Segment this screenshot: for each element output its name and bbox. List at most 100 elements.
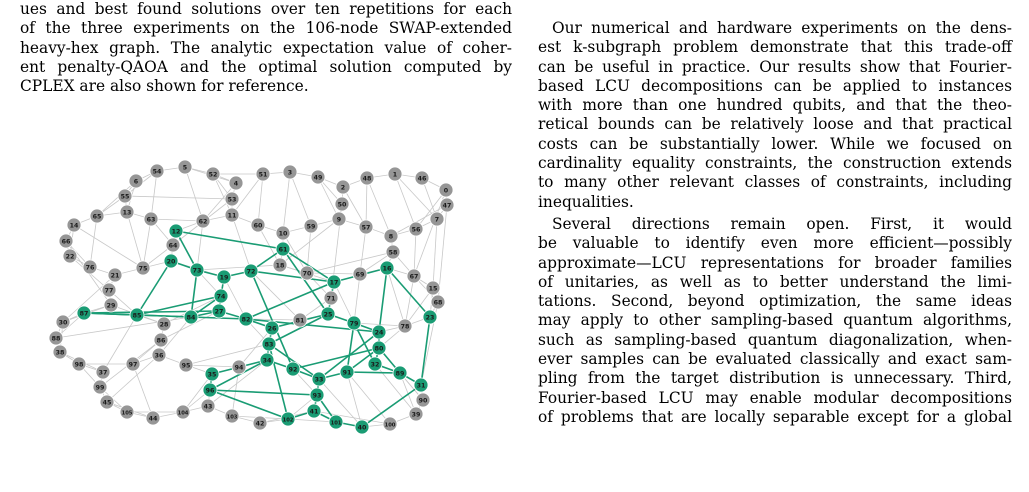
graph-node-selected: 89: [392, 365, 408, 381]
graph-node: 69: [352, 266, 368, 282]
paragraph-line: can be useful in practice. Our results s…: [538, 57, 1012, 76]
graph-node-label: 75: [139, 265, 148, 272]
graph-node-selected: 34: [259, 352, 275, 368]
graph-node-circle: [282, 164, 298, 180]
graph-node-label: 13: [123, 209, 132, 216]
graph-edge: [413, 228, 417, 277]
graph-node-label: 55: [121, 193, 130, 200]
graph-node-label: 28: [160, 321, 169, 328]
graph-node-selected: 33: [311, 371, 327, 387]
graph-node-circle: [129, 307, 145, 323]
graph-edge: [106, 354, 160, 403]
caption-line: ues and best found solutions over ten re…: [20, 0, 512, 18]
graph-node-label: 104: [178, 410, 189, 416]
graph-node-label: 54: [153, 168, 162, 175]
graph-node: 65: [89, 208, 105, 224]
graph-node-label: 21: [111, 272, 120, 279]
graph-edge: [257, 173, 264, 226]
graph-edge: [342, 186, 367, 228]
graph-node-circle: [335, 179, 351, 195]
graph-node-label: 4: [234, 180, 239, 187]
graph-edge: [346, 371, 363, 428]
graph-edge: [282, 171, 291, 234]
caption-line: ent penalty-QAOA and the optimal solutio…: [20, 57, 512, 76]
graph-node-circle: [264, 320, 280, 336]
graph-node-circle: [339, 364, 355, 380]
graph-node-circle: [414, 170, 430, 186]
graph-node-label: 53: [228, 196, 237, 203]
graph-node-selected: 82: [238, 311, 254, 327]
graph-node-circle: [228, 175, 244, 191]
graph-node: 47: [439, 197, 455, 213]
graph-node-label: 10: [279, 230, 288, 237]
graph-node-label: 59: [307, 223, 316, 230]
graph-edge-selected: [209, 389, 289, 420]
graph-node-circle: [135, 260, 151, 276]
graph-node-circle: [326, 274, 342, 290]
graph-edge: [160, 310, 220, 341]
graph-node-label: 84: [187, 314, 196, 321]
graph-edge: [185, 343, 270, 366]
graph-node-selected: 96: [202, 382, 218, 398]
graph-node-label: 73: [193, 267, 202, 274]
graph-edge-selected: [346, 322, 355, 373]
graph-node-circle: [259, 352, 275, 368]
graph-node: 68: [430, 294, 446, 310]
graph-node-selected: 23: [422, 309, 438, 325]
graph-node: 39: [408, 406, 424, 422]
graph-node-label: 91: [343, 369, 352, 376]
graph-node-label: 95: [182, 362, 191, 369]
graph-edge: [250, 270, 301, 321]
graph-edge-selected: [136, 260, 172, 316]
graph-node: 97: [125, 356, 141, 372]
graph-edge: [102, 314, 138, 373]
graph-edge: [158, 316, 192, 356]
graph-edge: [287, 418, 337, 423]
graph-edge-selected: [386, 267, 431, 318]
graph-edge: [279, 218, 340, 266]
graph-edge: [394, 173, 417, 230]
graph-node: 71: [323, 290, 339, 306]
graph-node-circle: [211, 303, 227, 319]
graph-node-label: 38: [56, 349, 65, 356]
graph-node-circle: [358, 219, 374, 235]
graph-node: 54: [149, 163, 165, 179]
graph-node-selected: 26: [264, 320, 280, 336]
graph-node-circle: [189, 262, 205, 278]
graph-node-label: 44: [149, 415, 158, 422]
graph-node: 64: [165, 237, 181, 253]
graph-node-selected: 73: [189, 262, 205, 278]
graph-edge: [365, 177, 368, 228]
graph-node: 67: [406, 268, 422, 284]
graph-edge: [306, 251, 394, 274]
graph-node-circle: [331, 211, 347, 227]
graph-node-label: 103: [227, 414, 238, 420]
graph-node-circle: [425, 280, 441, 296]
graph-node-label: 37: [99, 369, 108, 376]
graph-node-label: 72: [247, 268, 256, 275]
graph-node: 105: [119, 404, 135, 420]
caption-line: CPLEX are also shown for reference.: [20, 77, 309, 96]
graph-node-circle: [224, 408, 240, 424]
paragraph-line: such as sampling-based quantum diagonali…: [538, 330, 1012, 349]
graph-node-label: 99: [96, 384, 105, 391]
graph-node-selected: 40: [354, 419, 370, 435]
paragraph-line: inequalities.: [538, 192, 634, 211]
graph-node-circle: [371, 324, 387, 340]
graph-node-selected: 61: [275, 241, 291, 257]
paragraph-line: Fourier-based LCU may enable modular dec…: [538, 388, 1012, 407]
graph-node-selected: 35: [204, 366, 220, 382]
paragraph-line: cardinality equality constraints, the co…: [538, 154, 1012, 173]
graph-edge: [212, 173, 233, 216]
graph-edge: [196, 264, 281, 271]
graph-node-label: 71: [327, 295, 336, 302]
graph-edge: [231, 173, 264, 216]
graph-node-circle: [406, 268, 422, 284]
graph-node: 94: [231, 359, 247, 375]
graph-node-label: 0: [444, 187, 449, 194]
graph-node-label: 18: [276, 262, 285, 269]
graph-node-selected: 87: [76, 305, 92, 321]
graph-node-label: 77: [105, 287, 114, 294]
graph-node-label: 15: [429, 285, 438, 292]
